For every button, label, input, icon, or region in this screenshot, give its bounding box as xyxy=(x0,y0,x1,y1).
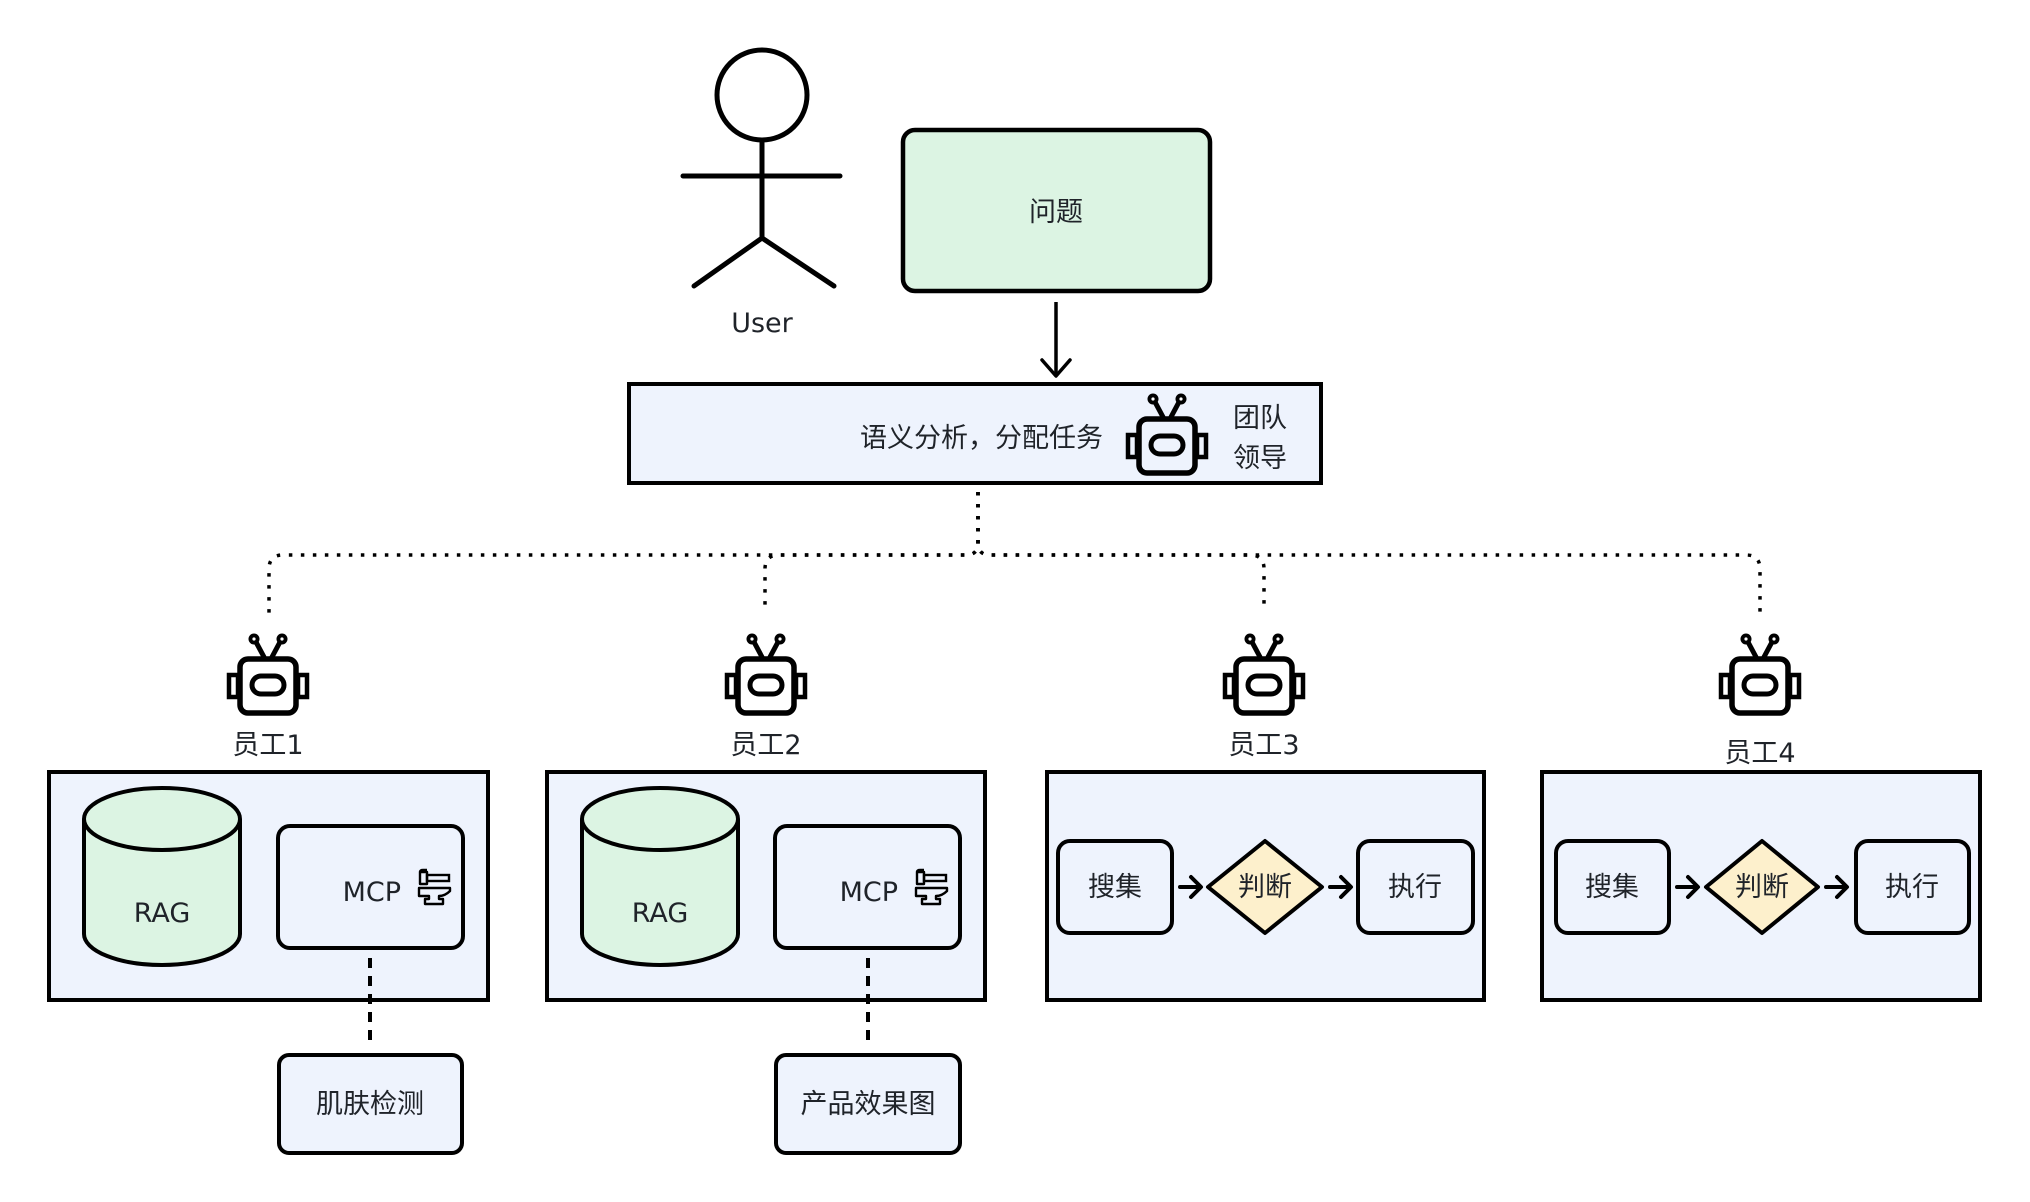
worker-2-rag-database[interactable]: RAG xyxy=(580,786,740,967)
worker-4-label: 员工4 xyxy=(1724,738,1795,769)
worker-1-output-label: 肌肤检测 xyxy=(316,1089,424,1120)
worker-3-collect-step[interactable]: 搜集 xyxy=(1056,839,1174,935)
worker-2-rag-label: RAG xyxy=(632,898,689,929)
worker-3-judge-step[interactable]: 判断 xyxy=(1206,839,1324,935)
user-label: User xyxy=(731,308,793,339)
worker-2-output-label: 产品效果图 xyxy=(801,1089,936,1120)
worker-1-rag-label: RAG xyxy=(134,898,191,929)
worker-1-mcp-label: MCP xyxy=(343,877,401,908)
leader-role-line1: 团队 xyxy=(1233,403,1287,434)
user-actor: User xyxy=(680,47,843,339)
worker-2-mcp-label: MCP xyxy=(840,877,898,908)
worker-4-judge-label: 判断 xyxy=(1735,872,1789,903)
stick-figure-icon xyxy=(680,47,843,289)
worker-4-arrow-right-icon-2 xyxy=(1824,875,1849,899)
worker-4-execute-step[interactable]: 执行 xyxy=(1854,839,1971,935)
worker-4-judge-step[interactable]: 判断 xyxy=(1704,839,1820,935)
worker-1-output[interactable]: 肌肤检测 xyxy=(277,1053,464,1155)
worker-4-collect-step[interactable]: 搜集 xyxy=(1554,839,1671,935)
worker-1: 员工1 RAG MCP 肌肤检测 xyxy=(47,634,490,1155)
worker-4-arrow-right-icon xyxy=(1675,875,1700,899)
question-label: 问题 xyxy=(1029,197,1083,228)
worker-1-rag-database[interactable]: RAG xyxy=(82,786,242,967)
connector-worker-2 xyxy=(763,492,980,610)
worker-2: 员工2 RAG MCP 产品效果图 xyxy=(545,634,987,1155)
worker-3: 员工3 搜集 判断 执行 xyxy=(1045,634,1486,1002)
worker-3-arrow-right-icon-2 xyxy=(1328,875,1353,899)
connector-worker-3 xyxy=(976,492,1266,612)
question-box[interactable] xyxy=(900,127,1213,294)
worker-2-label: 员工2 xyxy=(730,730,801,761)
connector-worker-1 xyxy=(267,492,980,617)
leader-node[interactable]: 语义分析，分配任务 团队 领导 xyxy=(627,382,1323,485)
worker-3-execute-step[interactable]: 执行 xyxy=(1356,839,1475,935)
worker-2-robot-icon xyxy=(727,634,805,714)
worker-1-mcp-tool[interactable]: MCP xyxy=(276,824,465,950)
worker-1-robot-icon xyxy=(229,634,307,714)
arrow-head-icon xyxy=(1040,358,1072,378)
worker-3-arrow-right-icon xyxy=(1178,875,1203,899)
worker-3-label: 员工3 xyxy=(1228,730,1299,761)
worker-4: 员工4 搜集 判断 执行 xyxy=(1540,634,1982,1002)
question-node[interactable]: 问题 xyxy=(900,127,1213,294)
worker-4-collect-label: 搜集 xyxy=(1585,872,1639,903)
worker-2-output[interactable]: 产品效果图 xyxy=(774,1053,962,1155)
worker-3-robot-icon xyxy=(1225,634,1303,714)
leader-task-label: 语义分析，分配任务 xyxy=(860,423,1103,454)
leader-role-line2: 领导 xyxy=(1233,443,1287,474)
connector-worker-4 xyxy=(976,492,1762,618)
worker-2-mcp-tool[interactable]: MCP xyxy=(773,824,962,950)
worker-1-label: 员工1 xyxy=(232,730,303,761)
distribution-connectors xyxy=(267,492,1762,618)
worker-3-execute-label: 执行 xyxy=(1388,872,1442,903)
worker-4-robot-icon xyxy=(1721,634,1799,714)
worker-3-judge-label: 判断 xyxy=(1238,872,1292,903)
worker-3-collect-label: 搜集 xyxy=(1088,872,1142,903)
worker-4-execute-label: 执行 xyxy=(1885,872,1939,903)
